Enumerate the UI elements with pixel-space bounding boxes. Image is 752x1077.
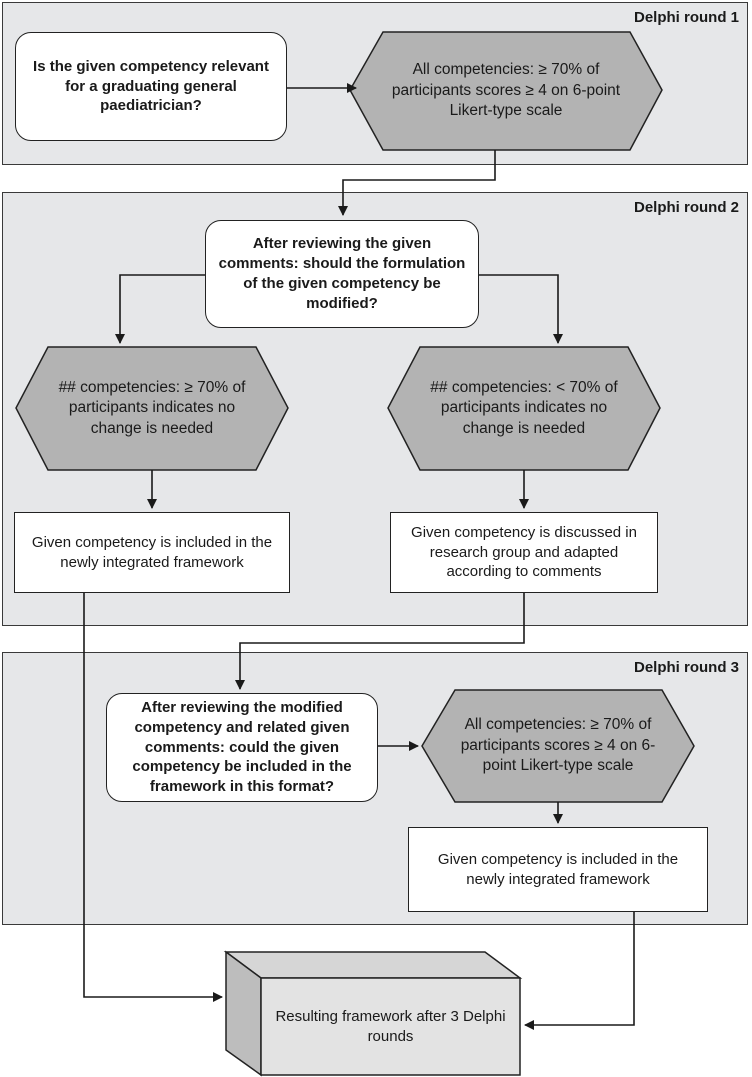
round-1-question-box: Is the given competency relevant for a g…: [15, 32, 287, 141]
final-framework-label-box: Resulting framework after 3 Delphi round…: [261, 978, 520, 1075]
round-3-outcome-text: Given competency is included in the newl…: [437, 850, 679, 888]
r3-included-to-final-arrow: [524, 912, 635, 1030]
final-box-top: [223, 951, 523, 979]
round-3-question-box: After reviewing the modified competency …: [106, 693, 378, 802]
final-framework-text: Resulting framework after 3 Delphi round…: [275, 1007, 506, 1045]
round-2-right-criterion-text: ## competencies: < 70% of participants i…: [430, 378, 618, 437]
round-2-left-outcome-text: Given competency is included in the newl…: [31, 533, 273, 571]
round-2-right-criterion-text-box: ## competencies: < 70% of participants i…: [388, 347, 660, 470]
round-2-title: Delphi round 2: [634, 199, 739, 216]
round-2-right-outcome-text: Given competency is discussed in researc…: [411, 523, 637, 581]
round-2-right-outcome-box: Given competency is discussed in researc…: [390, 512, 658, 593]
round-1-question-text: Is the given competency relevant for a g…: [33, 57, 269, 115]
round-2-question-box: After reviewing the given comments: shou…: [205, 220, 479, 328]
round-2-question-text: After reviewing the given comments: shou…: [218, 235, 466, 312]
round-3-title: Delphi round 3: [634, 659, 739, 676]
round-3-criterion-text-box: All competencies: ≥ 70% of participants …: [422, 690, 694, 802]
round-3-question-text: After reviewing the modified competency …: [132, 698, 352, 796]
round-2-left-criterion-text: ## competencies: ≥ 70% of participants i…: [58, 378, 246, 437]
round-1-criterion-text: All competencies: ≥ 70% of participants …: [391, 61, 621, 120]
round-3-criterion-text: All competencies: ≥ 70% of participants …: [460, 716, 656, 775]
final-box-side: [225, 950, 262, 1077]
round-1-title: Delphi round 1: [634, 9, 739, 26]
round-2-left-criterion-text-box: ## competencies: ≥ 70% of participants i…: [16, 347, 288, 470]
round-3-outcome-box: Given competency is included in the newl…: [408, 827, 708, 912]
round-2-left-outcome-box: Given competency is included in the newl…: [14, 512, 290, 593]
round-1-criterion-text-box: All competencies: ≥ 70% of participants …: [350, 32, 662, 150]
